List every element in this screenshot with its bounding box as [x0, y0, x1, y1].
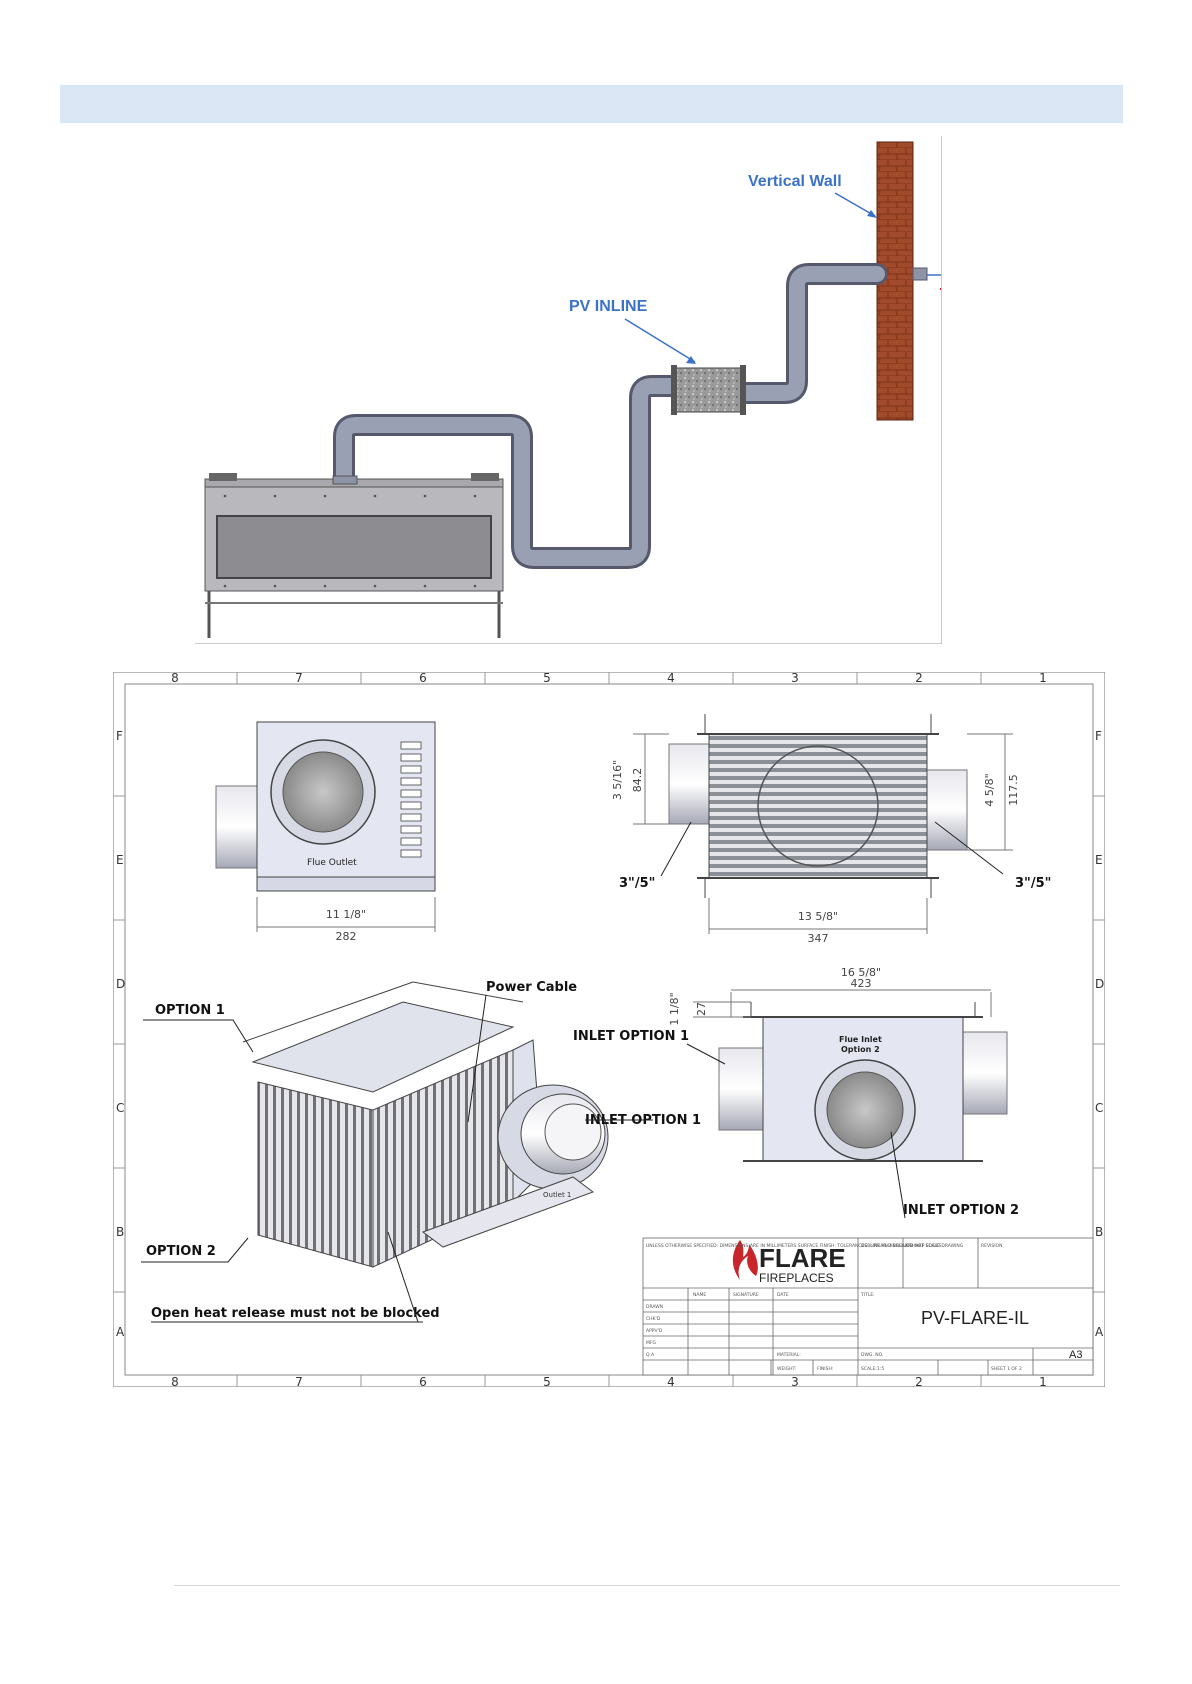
col-number: 1: [1039, 672, 1047, 685]
section-header-bar: [60, 85, 1123, 123]
label-outlet-1: Outlet 1: [543, 1191, 571, 1199]
pv-inline-arrow-icon: [624, 318, 696, 363]
label-vertical-wall: Vertical Wall: [748, 173, 842, 190]
brand-sub: FIREPLACES: [759, 1271, 834, 1285]
dim-front-width-in: 13 5/8": [798, 910, 838, 923]
pv-inline-unit: [671, 365, 746, 415]
col-number: 4: [667, 1375, 675, 1387]
row-letter: F: [116, 729, 123, 743]
flame-logo-icon: [732, 1240, 758, 1280]
dim-top-width-mm: 423: [851, 977, 872, 990]
tb-finish: FINISH:: [817, 1366, 833, 1372]
row-letter: D: [116, 977, 125, 991]
tb-deburr: DEBURR AND BREAK SHARP EDGES: [861, 1243, 941, 1249]
tb-title-label: TITLE:: [860, 1292, 875, 1298]
label-option-2: OPTION 2: [146, 1244, 216, 1259]
row-letter: D: [1095, 977, 1104, 991]
col-number: 7: [295, 672, 303, 685]
col-number: 5: [543, 672, 551, 685]
tb-col-name: NAME: [693, 1292, 706, 1298]
tb-units-note: UNLESS OTHERWISE SPECIFIED: DIMENSIONS A…: [646, 1243, 913, 1249]
title-block: [642, 1237, 1094, 1376]
label-flue-outlet: Flue Outlet: [307, 858, 357, 868]
brand-main: FLARE: [759, 1243, 846, 1273]
tb-row-chkd: CHK'D: [646, 1316, 661, 1322]
col-number: 2: [915, 672, 923, 685]
drawing-title: PV-FLARE-IL: [921, 1308, 1029, 1328]
dim-front-right-mm: 117.5: [1007, 774, 1020, 806]
col-number: 8: [171, 672, 179, 685]
col-number: 2: [915, 1375, 923, 1387]
row-letter: C: [1095, 1101, 1103, 1115]
tb-row-qa: Q.A: [646, 1352, 655, 1358]
installation-illustration: Vertical Wall PV INLINE: [195, 136, 942, 644]
vertical-wall-arrow-icon: [834, 192, 876, 217]
row-letter: E: [116, 853, 124, 867]
tb-weight: WEIGHT:: [777, 1366, 796, 1372]
tb-row-appvd: APPV'D: [646, 1328, 663, 1334]
dim-front-left-in: 3 5/16": [611, 760, 624, 800]
col-number: 3: [791, 672, 799, 685]
dim-top-flange-in: 1 1/8": [668, 992, 681, 1025]
tb-dwg-no: DWG. NO.: [861, 1352, 883, 1358]
col-number: 4: [667, 672, 675, 685]
front-view: 13 5/8" 347 3 5/16" 84.2 4 5/8" 117.5 3"…: [611, 714, 1051, 945]
col-number: 8: [171, 1375, 179, 1387]
label-inlet-option-2: INLET OPTION 2: [903, 1203, 1019, 1218]
col-number: 1: [1039, 1375, 1047, 1387]
col-number: 6: [419, 1375, 427, 1387]
col-number: 3: [791, 1375, 799, 1387]
label-flue-inlet-2: Option 2: [841, 1045, 880, 1054]
label-pv-inline: PV INLINE: [569, 298, 648, 315]
engineering-drawing-sheet: 8 7 6 5 4 3 2 1 8 7 6 5 4 3 2 1 F E D C …: [113, 672, 1105, 1387]
tb-scale: SCALE:1:5: [861, 1366, 884, 1372]
tb-row-mfg: MFG: [646, 1340, 656, 1346]
grid-ticks: [113, 672, 1105, 1387]
dim-side-width-mm: 282: [336, 930, 357, 943]
dim-top-flange-mm: 27: [695, 1002, 708, 1016]
label-size-right: 3"/5": [1015, 876, 1051, 891]
row-letter: B: [116, 1225, 124, 1239]
label-flue-inlet-1: Flue Inlet: [839, 1035, 882, 1044]
dim-front-left-mm: 84.2: [631, 768, 644, 793]
isometric-view: Outlet 1 Power Cable OPTION 1 OPTION 2 I…: [141, 980, 701, 1323]
row-letter: B: [1095, 1225, 1103, 1239]
tb-material: MATERIAL:: [777, 1352, 801, 1358]
footer-divider: [174, 1585, 1120, 1586]
dim-front-right-in: 4 5/8": [983, 773, 996, 806]
row-letter: A: [116, 1325, 125, 1339]
row-letter: E: [1095, 853, 1103, 867]
dim-front-width-mm: 347: [808, 932, 829, 945]
row-letter: A: [1095, 1325, 1104, 1339]
side-view: Flue Outlet 11 1/8" 282: [215, 721, 436, 943]
label-power-cable: Power Cable: [486, 980, 577, 995]
top-view: Flue Inlet Option 2 16 5/8" 423 1 1/8" 2…: [573, 966, 1019, 1219]
col-number: 6: [419, 672, 427, 685]
row-letter: F: [1095, 729, 1102, 743]
dim-side-width-in: 11 1/8": [326, 908, 366, 921]
flue-ducting: [333, 263, 888, 569]
label-option-1: OPTION 1: [155, 1003, 225, 1018]
dim-top-width-in: 16 5/8": [841, 966, 881, 979]
sheet-size: A3: [1069, 1349, 1082, 1361]
tb-revision: REVISION: [981, 1243, 1002, 1249]
row-letter: C: [116, 1101, 124, 1115]
label-size-left: 3"/5": [619, 876, 655, 891]
fireplace-unit: [204, 473, 504, 638]
tb-row-drawn: DRAWN: [646, 1304, 663, 1310]
tb-do-not-scale: DO NOT SCALE DRAWING: [906, 1243, 964, 1249]
tb-col-date: DATE: [777, 1292, 789, 1298]
label-inlet-option-1-left: INLET OPTION 1: [573, 1029, 689, 1044]
col-number: 5: [543, 1375, 551, 1387]
label-warning: Open heat release must not be blocked: [151, 1306, 440, 1321]
tb-sheet: SHEET 1 OF 2: [991, 1366, 1022, 1372]
col-number: 7: [295, 1375, 303, 1387]
tb-col-signature: SIGNATURE: [733, 1292, 759, 1298]
